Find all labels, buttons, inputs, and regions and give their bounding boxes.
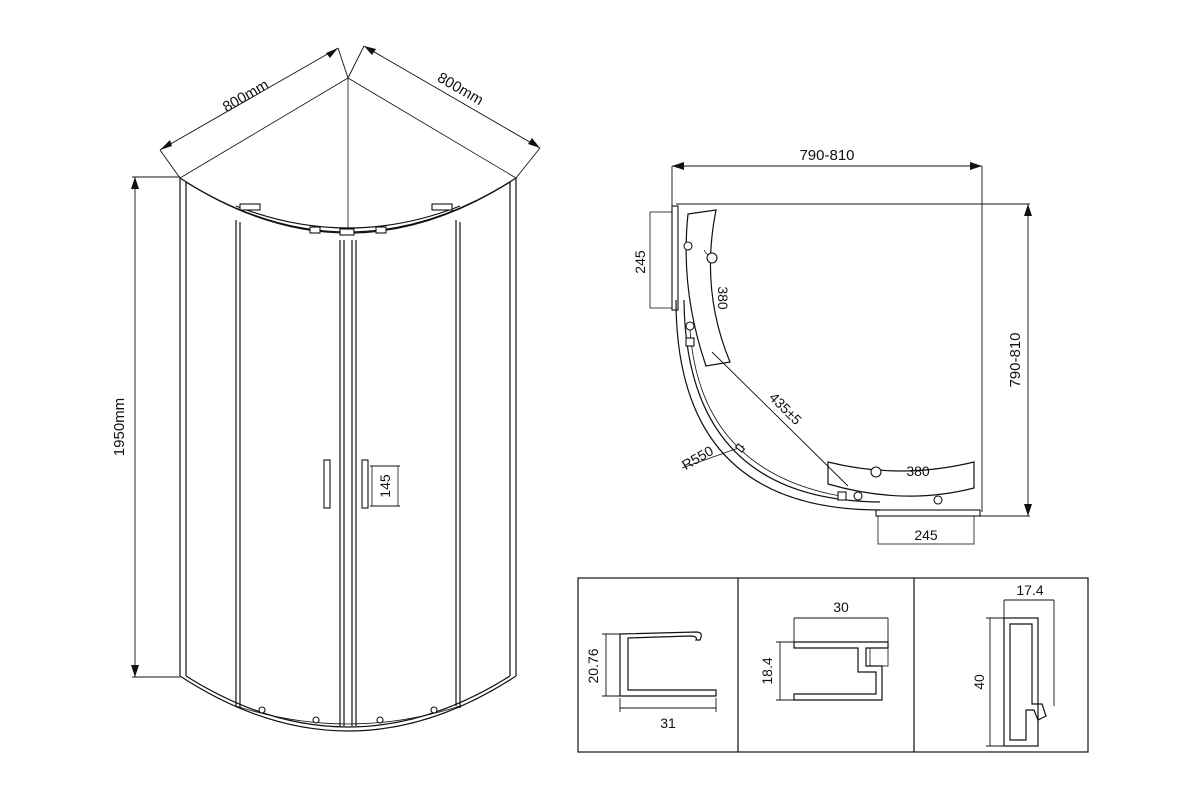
dim-40: 40 (971, 674, 987, 690)
diagonal-dimension: 435±5 (711, 351, 849, 487)
roof-outline (179, 77, 517, 236)
dim-r550: R550 (679, 442, 716, 473)
dim-20-76: 20.76 (585, 648, 601, 683)
door-handles (323, 459, 369, 509)
dim-30: 30 (833, 599, 849, 615)
height-dimension: 1950mm (111, 176, 180, 678)
plan-view: 790-810 790-810 245 245 (632, 147, 1032, 545)
enclosure-frame (179, 178, 517, 732)
dim-790-810-right: 790-810 (1007, 332, 1024, 387)
dim-145: 145 (377, 474, 393, 498)
dim-800-left: 800mm (220, 76, 272, 116)
dim-790-810-top: 790-810 (799, 147, 854, 164)
radius-label: R550 (679, 442, 746, 473)
bottom-rollers (258, 706, 438, 724)
bottom-door-panel: 380 (827, 461, 975, 505)
dim-435: 435±5 (766, 389, 805, 428)
left-door-panel: 380 (683, 209, 731, 367)
dim-800-right: 800mm (434, 69, 486, 109)
handle-left-icon[interactable] (323, 459, 331, 509)
profile-3: 17.4 40 (971, 582, 1055, 747)
handle-dimension: 145 (370, 465, 400, 507)
handle-right-icon[interactable] (361, 459, 369, 509)
plan-right-dimension: 790-810 (676, 203, 1032, 517)
profile-2: 30 18.4 (759, 599, 889, 701)
dim-380-bottom: 380 (906, 463, 930, 479)
front-view: 800mm 800mm 1950mm (111, 45, 541, 732)
dim-380-left: 380 (715, 286, 731, 310)
plan-curved-outline (675, 299, 881, 511)
dim-245-bottom: 245 (914, 527, 938, 543)
dim-18-4: 18.4 (759, 657, 775, 684)
dim-245-left: 245 (632, 250, 648, 274)
dim-1950: 1950mm (111, 398, 128, 456)
wall-profile-bottom: 245 (875, 509, 981, 545)
plan-top-dimension: 790-810 (671, 147, 983, 512)
profile-1: 20.76 31 (585, 631, 717, 731)
profiles-table: 20.76 31 30 18.4 17.4 (577, 577, 1089, 753)
dim-31: 31 (660, 715, 676, 731)
dim-17-4: 17.4 (1016, 582, 1043, 598)
wall-profile-left: 245 (632, 205, 679, 311)
